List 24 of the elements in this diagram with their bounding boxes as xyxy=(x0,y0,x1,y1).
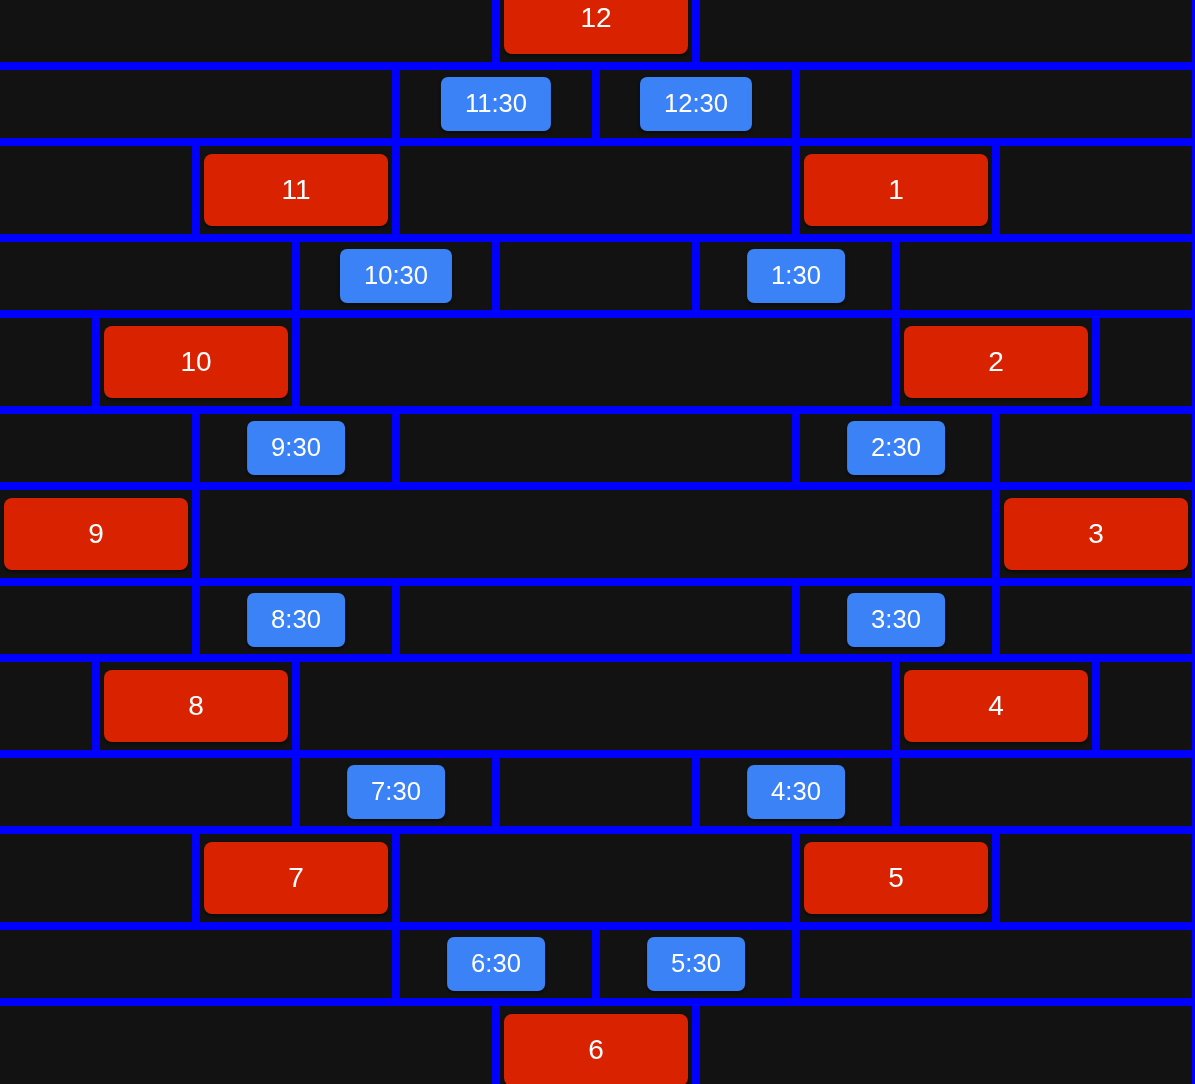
hour-tile: 3 xyxy=(1004,498,1188,570)
hour-tile: 2 xyxy=(904,326,1088,398)
hour-tile: 9 xyxy=(4,498,188,570)
hour-tile: 8 xyxy=(104,670,288,742)
half-hour-tile: 1:30 xyxy=(747,249,845,303)
half-hour-tile: 6:30 xyxy=(447,937,545,991)
hour-tile: 7 xyxy=(204,842,388,914)
hour-tile: 12 xyxy=(504,0,688,54)
hour-tile: 6 xyxy=(504,1014,688,1084)
half-hour-tile: 12:30 xyxy=(640,77,752,131)
half-hour-tile: 4:30 xyxy=(747,765,845,819)
hour-tile: 1 xyxy=(804,154,988,226)
hour-tile: 11 xyxy=(204,154,388,226)
hour-tile: 4 xyxy=(904,670,1088,742)
hour-tile: 10 xyxy=(104,326,288,398)
half-hour-tile: 3:30 xyxy=(847,593,945,647)
hour-tile: 5 xyxy=(804,842,988,914)
half-hour-tile: 11:30 xyxy=(440,77,552,131)
half-hour-tile: 9:30 xyxy=(247,421,345,475)
half-hour-tile: 10:30 xyxy=(340,249,452,303)
half-hour-tile: 2:30 xyxy=(847,421,945,475)
half-hour-tile: 7:30 xyxy=(347,765,445,819)
half-hour-tile: 8:30 xyxy=(247,593,345,647)
half-hour-tile: 5:30 xyxy=(647,937,745,991)
